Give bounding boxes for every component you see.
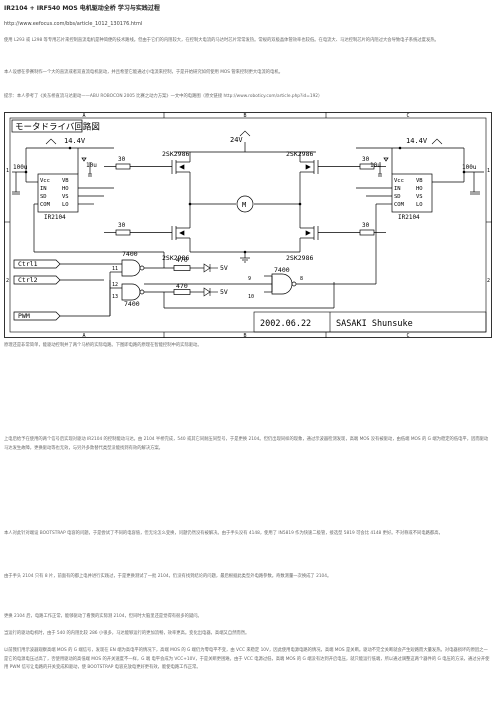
- gate-res-bl-label: 30: [118, 222, 126, 229]
- cap-boot-right-label: 10u: [370, 162, 381, 169]
- cap-right-label: 100u: [462, 164, 477, 171]
- col-label-a: A: [82, 113, 85, 119]
- right-pin-in: IN: [394, 186, 401, 192]
- supply-right-label: 14.4V: [406, 137, 428, 145]
- left-pin-in: IN: [40, 186, 47, 192]
- right-pin-vb: VB: [416, 178, 423, 184]
- input-ctrl2: Ctrl2: [18, 276, 38, 284]
- pin-num-13: 13: [112, 294, 118, 300]
- intro-paragraph-2: 本人设想在参赛制作一个大的直流或者双直流电机驱动，并且希望它能通过小电流来控制，…: [4, 70, 283, 75]
- schematic-date: 2002.06.22: [260, 319, 311, 329]
- res-470-bottom-label: 470: [176, 282, 188, 290]
- led-diode-1: [203, 263, 218, 273]
- gate-ic-label: 7400: [122, 250, 138, 258]
- fet-bottom-left-label: 2SK2986: [162, 254, 189, 262]
- input-pwm: PWM: [18, 312, 30, 320]
- row-label-1: 1: [6, 168, 9, 174]
- input-ctrl1: Ctrl1: [18, 260, 38, 268]
- pin-num-8: 8: [300, 276, 303, 282]
- supply-left-label: 14.4V: [64, 137, 86, 145]
- col-label-b-bottom: B: [243, 333, 246, 338]
- gate-ic-label-2: 7400: [124, 300, 140, 308]
- body-paragraph-2: 上电后给予在使用的两个信号后实现对驱动 IR2104 的控制能动马达。由 210…: [4, 437, 489, 451]
- gate-res-br-label: 30: [362, 222, 370, 229]
- cap-boot-left-label: 10u: [86, 162, 97, 169]
- left-pin-vcc: Vcc: [40, 178, 50, 184]
- body-paragraph-7: 以前我们用示波器观察高端 MOS 的 G 端信号，发现在 EN 端为高电平的情况…: [4, 648, 490, 670]
- body-paragraph-6: 当运行的驱动电机时，由于 540 的内阻比较 286 小很多，马达能够运行的更加…: [4, 631, 250, 636]
- right-pin-ho: HO: [416, 186, 423, 192]
- left-pin-vs: VS: [62, 194, 69, 200]
- col-label-b: B: [243, 113, 246, 119]
- intro-paragraph-3: 提示：本人参考了《关东桥直流马达驱动——ABU ROBOCON 2005 比赛之…: [4, 94, 323, 99]
- right-pin-lo: LO: [416, 202, 423, 208]
- led-v-bottom-label: 5V: [220, 288, 228, 296]
- schematic-author: SASAKI Shunsuke: [336, 319, 413, 329]
- body-paragraph-1: 原理还是非常简单，能驱动控制并了两个马桥的实际电路。下图即电路的原理在智能控制中…: [4, 343, 202, 348]
- right-pin-vcc: Vcc: [394, 178, 404, 184]
- left-pin-sd: SD: [40, 194, 47, 200]
- col-label-c: C: [406, 113, 409, 119]
- chip-left-label: IR2104: [44, 214, 66, 221]
- col-label-a-bottom: A: [82, 333, 85, 338]
- left-pin-lo: LO: [62, 202, 69, 208]
- body-paragraph-5: 更换 2104 后，电路工作正常，能够驱动了看我的实际测 2104，但同时大脑里…: [4, 614, 202, 619]
- row-label-2: 2: [6, 278, 9, 284]
- led-diode-2: [203, 287, 218, 297]
- pin-num-11: 11: [112, 266, 118, 272]
- supply-mid-label: 24V: [230, 136, 243, 144]
- schematic-title: モータドライバ回路図: [15, 122, 100, 133]
- right-pin-sd: SD: [394, 194, 401, 200]
- res-470-top-label: 470: [176, 256, 188, 264]
- led-v-top-label: 5V: [220, 264, 228, 272]
- pin-num-10: 10: [248, 294, 254, 300]
- pin-num-12: 12: [112, 282, 118, 288]
- gate-res-tr-label: 30: [362, 156, 370, 163]
- chip-right-label: IR2104: [398, 214, 420, 221]
- left-pin-ho: HO: [62, 186, 69, 192]
- row-label-2-right: 2: [487, 278, 490, 284]
- cap-left-label: 100u: [13, 164, 28, 171]
- source-link[interactable]: http://www.eefocus.com/bbs/article_1012_…: [4, 21, 143, 27]
- intro-paragraph-1: 使用 L293 或 L298 等专用芯片来控制直流电机是种简便的技术路线。但由于…: [4, 38, 439, 43]
- motor-label: M: [242, 201, 246, 209]
- page-title: IR2104 + IRF540 MOS 电机驱动全桥 学习与实践过程: [4, 5, 160, 12]
- left-pin-com: COM: [40, 202, 51, 208]
- h-bridge: [104, 142, 386, 263]
- fet-bottom-right-label: 2SK2986: [286, 254, 313, 262]
- body-paragraph-3: 本人对此针对端设 BOOTSTRAP 电容的问题，于是尝试了不同的电容值，但无论…: [4, 531, 443, 536]
- fet-top-left-label: 2SK2986: [162, 150, 189, 158]
- left-driver-block: [12, 147, 114, 218]
- right-driver-block: [356, 147, 484, 213]
- right-pin-vs: VS: [416, 194, 423, 200]
- gate-ic-label-3: 7400: [274, 266, 290, 274]
- body-paragraph-4: 由于手头 2104 只有 8 片，前面有的都上电并进行实践过，于是更换测试了一批…: [4, 574, 332, 579]
- pin-num-9: 9: [248, 276, 251, 282]
- motor-driver-schematic: A B C A B C 1 2 1 2 モータドライバ回路図 14.4V 100…: [4, 112, 492, 338]
- fet-top-right-label: 2SK2986: [286, 150, 313, 158]
- col-label-c-bottom: C: [406, 333, 409, 338]
- row-label-1-right: 1: [487, 168, 490, 174]
- left-pin-vb: VB: [62, 178, 69, 184]
- logic-section: [13, 204, 377, 321]
- gate-res-tl-label: 30: [118, 156, 126, 163]
- right-pin-com: COM: [394, 202, 405, 208]
